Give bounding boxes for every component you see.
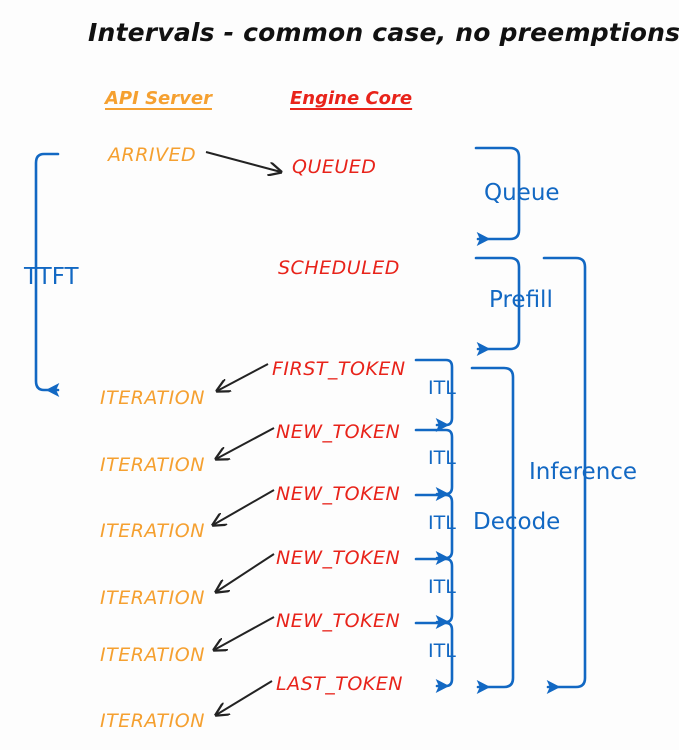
interval-label-decode: Decode: [473, 509, 561, 535]
interval-bracket-itl-5: [414, 621, 454, 694]
state-arrived: ARRIVED: [108, 144, 197, 166]
state-iteration-1: ITERATION: [100, 387, 205, 409]
state-iteration-5: ITERATION: [100, 644, 205, 666]
column-header-api-server: API Server: [105, 88, 212, 109]
state-scheduled: SCHEDULED: [278, 257, 400, 279]
interval-bracket-prefill: [474, 256, 521, 357]
column-header-engine-core: Engine Core: [290, 88, 413, 109]
interval-label-itl-3: ITL: [428, 512, 456, 534]
interval-bracket-decode: [470, 366, 515, 695]
state-new-token-1: NEW_TOKEN: [276, 421, 401, 443]
transition-arrow-new-token-2-to-iteration-3: [213, 489, 275, 525]
interval-bracket-queue: [474, 146, 521, 247]
interval-bracket-itl-1: [414, 358, 454, 433]
transition-arrow-first-token-to-iteration-1: [217, 363, 269, 391]
interval-bracket-itl-4: [414, 557, 454, 630]
page-title: Intervals - common case, no preemptions: [88, 18, 679, 47]
state-first-token: FIRST_TOKEN: [272, 358, 406, 380]
state-iteration-3: ITERATION: [100, 520, 205, 542]
interval-label-ttft: TTFT: [24, 264, 79, 290]
interval-bracket-ttft: [34, 152, 60, 398]
state-queued: QUEUED: [292, 156, 377, 178]
state-new-token-2: NEW_TOKEN: [276, 483, 401, 505]
state-new-token-3: NEW_TOKEN: [276, 547, 401, 569]
transition-arrow-new-token-1-to-iteration-2: [216, 427, 275, 459]
state-iteration-6: ITERATION: [100, 710, 205, 732]
interval-label-queue: Queue: [484, 180, 560, 206]
state-iteration-2: ITERATION: [100, 454, 205, 476]
interval-label-inference: Inference: [529, 459, 638, 485]
interval-label-itl-4: ITL: [428, 576, 456, 598]
state-iteration-4: ITERATION: [100, 587, 205, 609]
transition-arrow-last-token-to-iteration-6: [216, 680, 273, 715]
interval-label-itl-5: ITL: [428, 640, 456, 662]
interval-bracket-itl-3: [414, 493, 454, 566]
transition-arrow-new-token-3-to-iteration-4: [216, 553, 275, 592]
state-last-token: LAST_TOKEN: [276, 673, 403, 695]
interval-bracket-itl-2: [414, 428, 454, 502]
interval-label-itl-1: ITL: [428, 377, 456, 399]
transition-arrow-arrived-to-queued: [205, 151, 281, 172]
interval-label-itl-2: ITL: [428, 447, 456, 469]
interval-label-prefill: Prefill: [489, 287, 553, 313]
transition-arrow-new-token-4-to-iteration-5: [214, 616, 275, 650]
state-new-token-4: NEW_TOKEN: [276, 610, 401, 632]
interval-bracket-inference: [542, 256, 587, 695]
